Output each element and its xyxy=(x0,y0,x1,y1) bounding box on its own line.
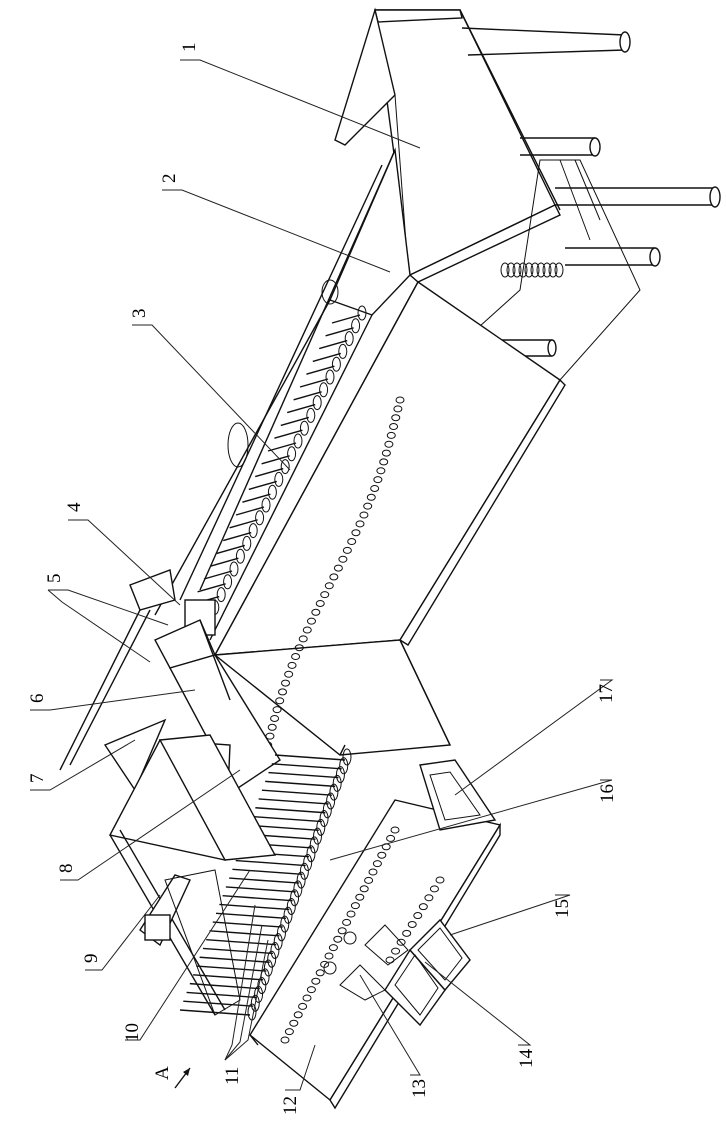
hole xyxy=(271,715,279,721)
roller-end xyxy=(294,434,302,448)
label-6: 6 xyxy=(27,694,48,704)
roller xyxy=(216,913,286,918)
label-13: 13 xyxy=(409,1079,430,1098)
roller-end xyxy=(230,562,238,576)
roller xyxy=(232,869,302,874)
roller-end xyxy=(339,344,347,358)
label-5: 5 xyxy=(44,574,65,584)
roller-end xyxy=(313,396,321,410)
roller-end xyxy=(326,370,334,384)
label-9: 9 xyxy=(81,954,102,964)
roller-end xyxy=(262,498,270,512)
side-panel xyxy=(215,282,565,755)
roller xyxy=(262,790,332,795)
roller-end xyxy=(352,319,360,333)
roller-end xyxy=(275,472,283,486)
roller xyxy=(259,799,329,804)
roller-end xyxy=(268,485,276,499)
roller xyxy=(213,922,283,927)
label-14: 14 xyxy=(516,1049,537,1069)
label-1: 1 xyxy=(179,43,200,53)
roller-end xyxy=(307,408,315,422)
roller xyxy=(203,948,273,953)
roller xyxy=(236,861,306,866)
roller xyxy=(229,878,299,883)
label-17: 17 xyxy=(596,684,617,703)
roller xyxy=(272,764,342,769)
roller xyxy=(252,817,322,822)
hole xyxy=(273,707,281,713)
roller xyxy=(187,992,257,997)
view-arrow xyxy=(175,1068,190,1088)
roller-end xyxy=(320,383,328,397)
roller-end xyxy=(345,332,353,346)
hole xyxy=(268,724,276,730)
roller-end xyxy=(236,549,244,563)
roller-end xyxy=(224,575,232,589)
roller xyxy=(268,773,338,778)
roller xyxy=(255,808,325,813)
label-view-a: A xyxy=(152,1066,173,1080)
label-4: 4 xyxy=(64,502,85,512)
roller xyxy=(196,966,266,971)
label-10: 10 xyxy=(122,1023,143,1042)
label-11: 11 xyxy=(222,1067,243,1085)
roller-end xyxy=(243,536,251,550)
label-7: 7 xyxy=(27,774,48,784)
roller xyxy=(183,1001,253,1006)
roller xyxy=(209,931,279,936)
roller-end xyxy=(256,511,264,525)
roller xyxy=(200,957,270,962)
roller-end xyxy=(217,588,225,602)
label-15: 15 xyxy=(552,899,573,918)
label-16: 16 xyxy=(597,784,618,803)
roller-end xyxy=(332,357,340,371)
roller-end xyxy=(288,447,296,461)
roller xyxy=(265,781,335,786)
roller xyxy=(190,984,260,989)
label-12: 12 xyxy=(280,1096,301,1115)
roller xyxy=(275,755,345,760)
label-8: 8 xyxy=(56,864,77,874)
roller-end xyxy=(300,421,308,435)
roller-end xyxy=(249,524,257,538)
label-2: 2 xyxy=(159,174,180,184)
label-3: 3 xyxy=(129,309,150,319)
roller xyxy=(206,940,276,945)
